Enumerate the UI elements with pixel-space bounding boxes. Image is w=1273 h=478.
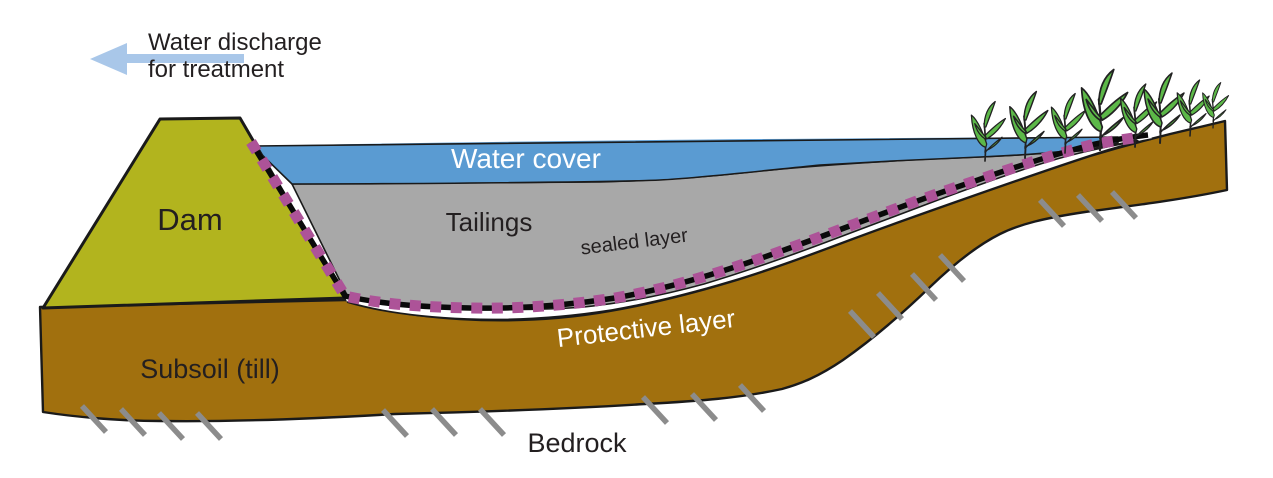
bedrock-hatch-mark <box>79 404 109 434</box>
bedrock-hatch-mark <box>429 407 459 437</box>
bedrock-hatch-mark <box>875 291 905 321</box>
bedrock-hatch-mark <box>477 407 507 437</box>
water-discharge-label-line2: for treatment <box>148 56 284 83</box>
sealed-layer-dashes <box>246 132 1134 314</box>
bedrock-hatching <box>79 190 1139 441</box>
water-cover-label: Water cover <box>451 143 601 174</box>
bedrock-hatch-mark <box>847 309 877 339</box>
bedrock-hatch-mark <box>937 253 967 283</box>
bedrock-hatch-mark <box>640 395 670 425</box>
water-discharge-label-line1: Water discharge <box>148 29 322 56</box>
bedrock-hatch-mark <box>909 272 939 302</box>
bedrock-label: Bedrock <box>527 428 627 458</box>
bedrock-hatch-mark <box>380 408 410 438</box>
water-cover-region <box>252 136 1119 185</box>
bedrock-hatch-mark <box>689 392 719 422</box>
water-discharge-arrow-icon <box>90 43 244 75</box>
bedrock-hatch-mark <box>194 411 224 441</box>
dam-label: Dam <box>157 202 222 237</box>
bedrock-hatch-mark <box>737 383 767 413</box>
bedrock-hatch-mark <box>118 407 148 437</box>
bedrock-hatch-mark <box>1109 190 1139 220</box>
tailings-label: Tailings <box>446 207 533 237</box>
protective-band-lower-line <box>346 138 1153 321</box>
bedrock-hatch-mark <box>156 411 186 441</box>
bedrock-hatch-mark <box>1037 198 1067 228</box>
bedrock-hatch-mark <box>1075 193 1105 223</box>
subsoil-label: Subsoil (till) <box>140 354 280 384</box>
